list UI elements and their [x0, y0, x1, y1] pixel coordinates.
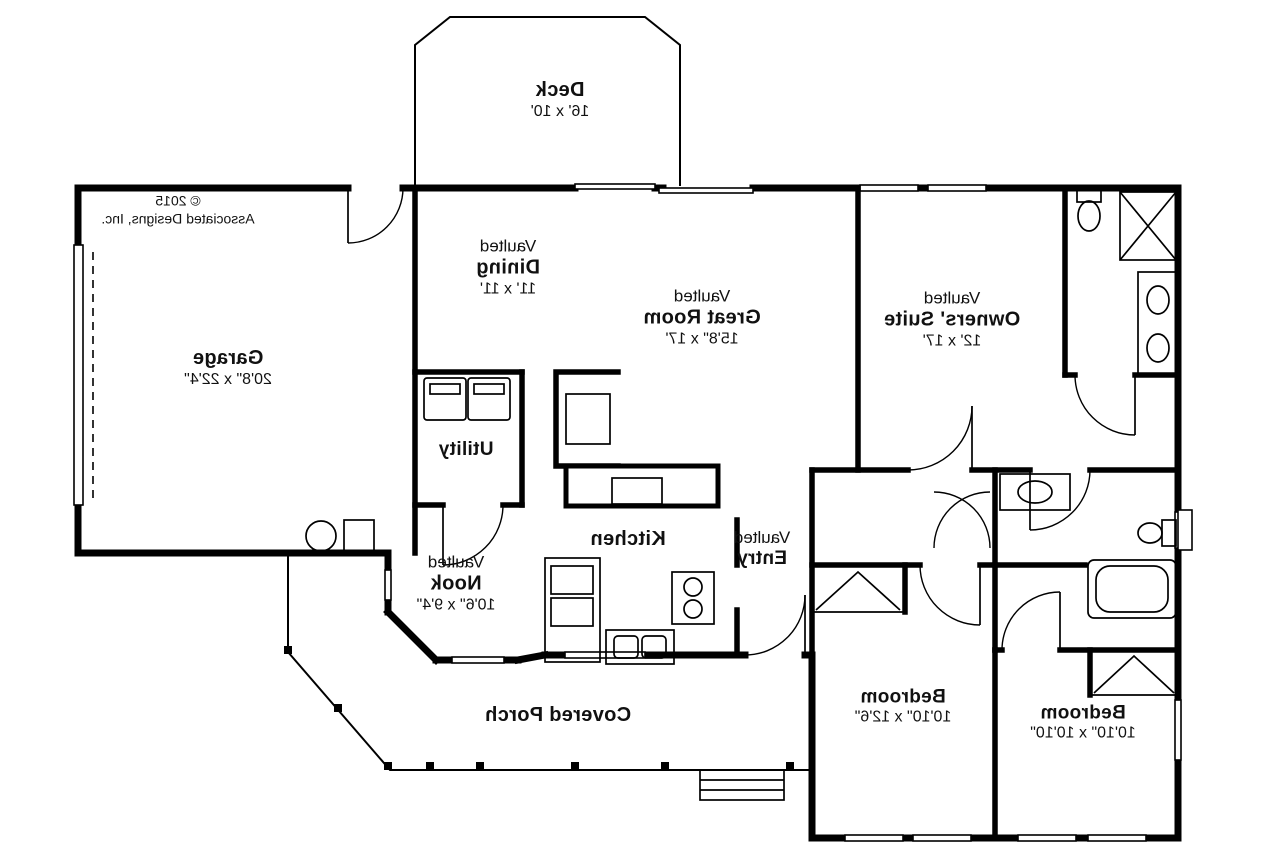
kitchen-sink [613, 635, 639, 659]
shower [1119, 191, 1177, 261]
front-door [744, 594, 806, 656]
closet-door [1074, 374, 1136, 436]
washer [423, 377, 467, 421]
room-label-great-room: Vaulted Great Room 15'8" x 17' [643, 286, 761, 348]
sink [1146, 285, 1170, 315]
room-label-entry: Vaulted Entry [733, 527, 791, 569]
room-label-covered-porch: Covered Porch [484, 704, 632, 727]
room-label-nook: Vaulted Nook 10'6" x 9'4" [416, 552, 496, 614]
fixtures [305, 189, 1179, 665]
hall-closet-door-b [933, 491, 991, 549]
utility-door [442, 504, 504, 566]
room-label-owners-suite: Vaulted Owners' Suite 12' x 17' [883, 288, 1021, 350]
exterior-walls [74, 184, 1182, 842]
porch-steps [699, 769, 785, 801]
porch-outline [284, 553, 811, 801]
interior-walls [412, 185, 1181, 841]
hall-bath-sink [1017, 480, 1053, 504]
toilet [1076, 189, 1102, 203]
room-label-utility: Utility [438, 438, 494, 460]
water-heater [305, 520, 337, 552]
deck-outline [414, 16, 681, 186]
doors [347, 187, 1178, 696]
room-label-bedroom-2: Bedroom 10'10" x 10'10" [1030, 702, 1136, 742]
windows [73, 183, 1193, 842]
sink [1146, 333, 1170, 363]
bedroom2-door [1001, 591, 1061, 651]
owners-suite-door [907, 405, 973, 471]
dryer [467, 377, 511, 421]
hall-bath-vanity [999, 473, 1071, 511]
range [671, 571, 715, 625]
room-label-bedroom-1: Bedroom 10'10" x 12'6" [854, 686, 952, 726]
copyright-line2: Associated Designs, Inc. [101, 210, 255, 226]
room-label-deck: Deck 16' x 10' [530, 78, 590, 120]
vanity [1137, 271, 1179, 375]
room-label-garage: Garage 20'8" x 22'4" [184, 346, 272, 388]
furnace [343, 519, 375, 553]
room-label-dining: Vaulted Dining 11' x 11' [475, 236, 541, 298]
bath-door [1029, 469, 1091, 531]
garage-entry-door [347, 187, 404, 244]
hall-bath-toilet [1161, 519, 1177, 547]
kitchen-counter [544, 557, 601, 663]
hall-closet-door-a [933, 491, 991, 549]
bathtub [1087, 559, 1177, 619]
copyright-line1: © 2015 [155, 192, 201, 209]
room-label-kitchen: Kitchen [590, 528, 666, 551]
copyright-notice: © 2015 Associated Designs, Inc. [101, 193, 254, 228]
kitchen-island [605, 629, 675, 665]
bedroom1-door [919, 564, 981, 626]
media-cabinet [563, 463, 721, 509]
